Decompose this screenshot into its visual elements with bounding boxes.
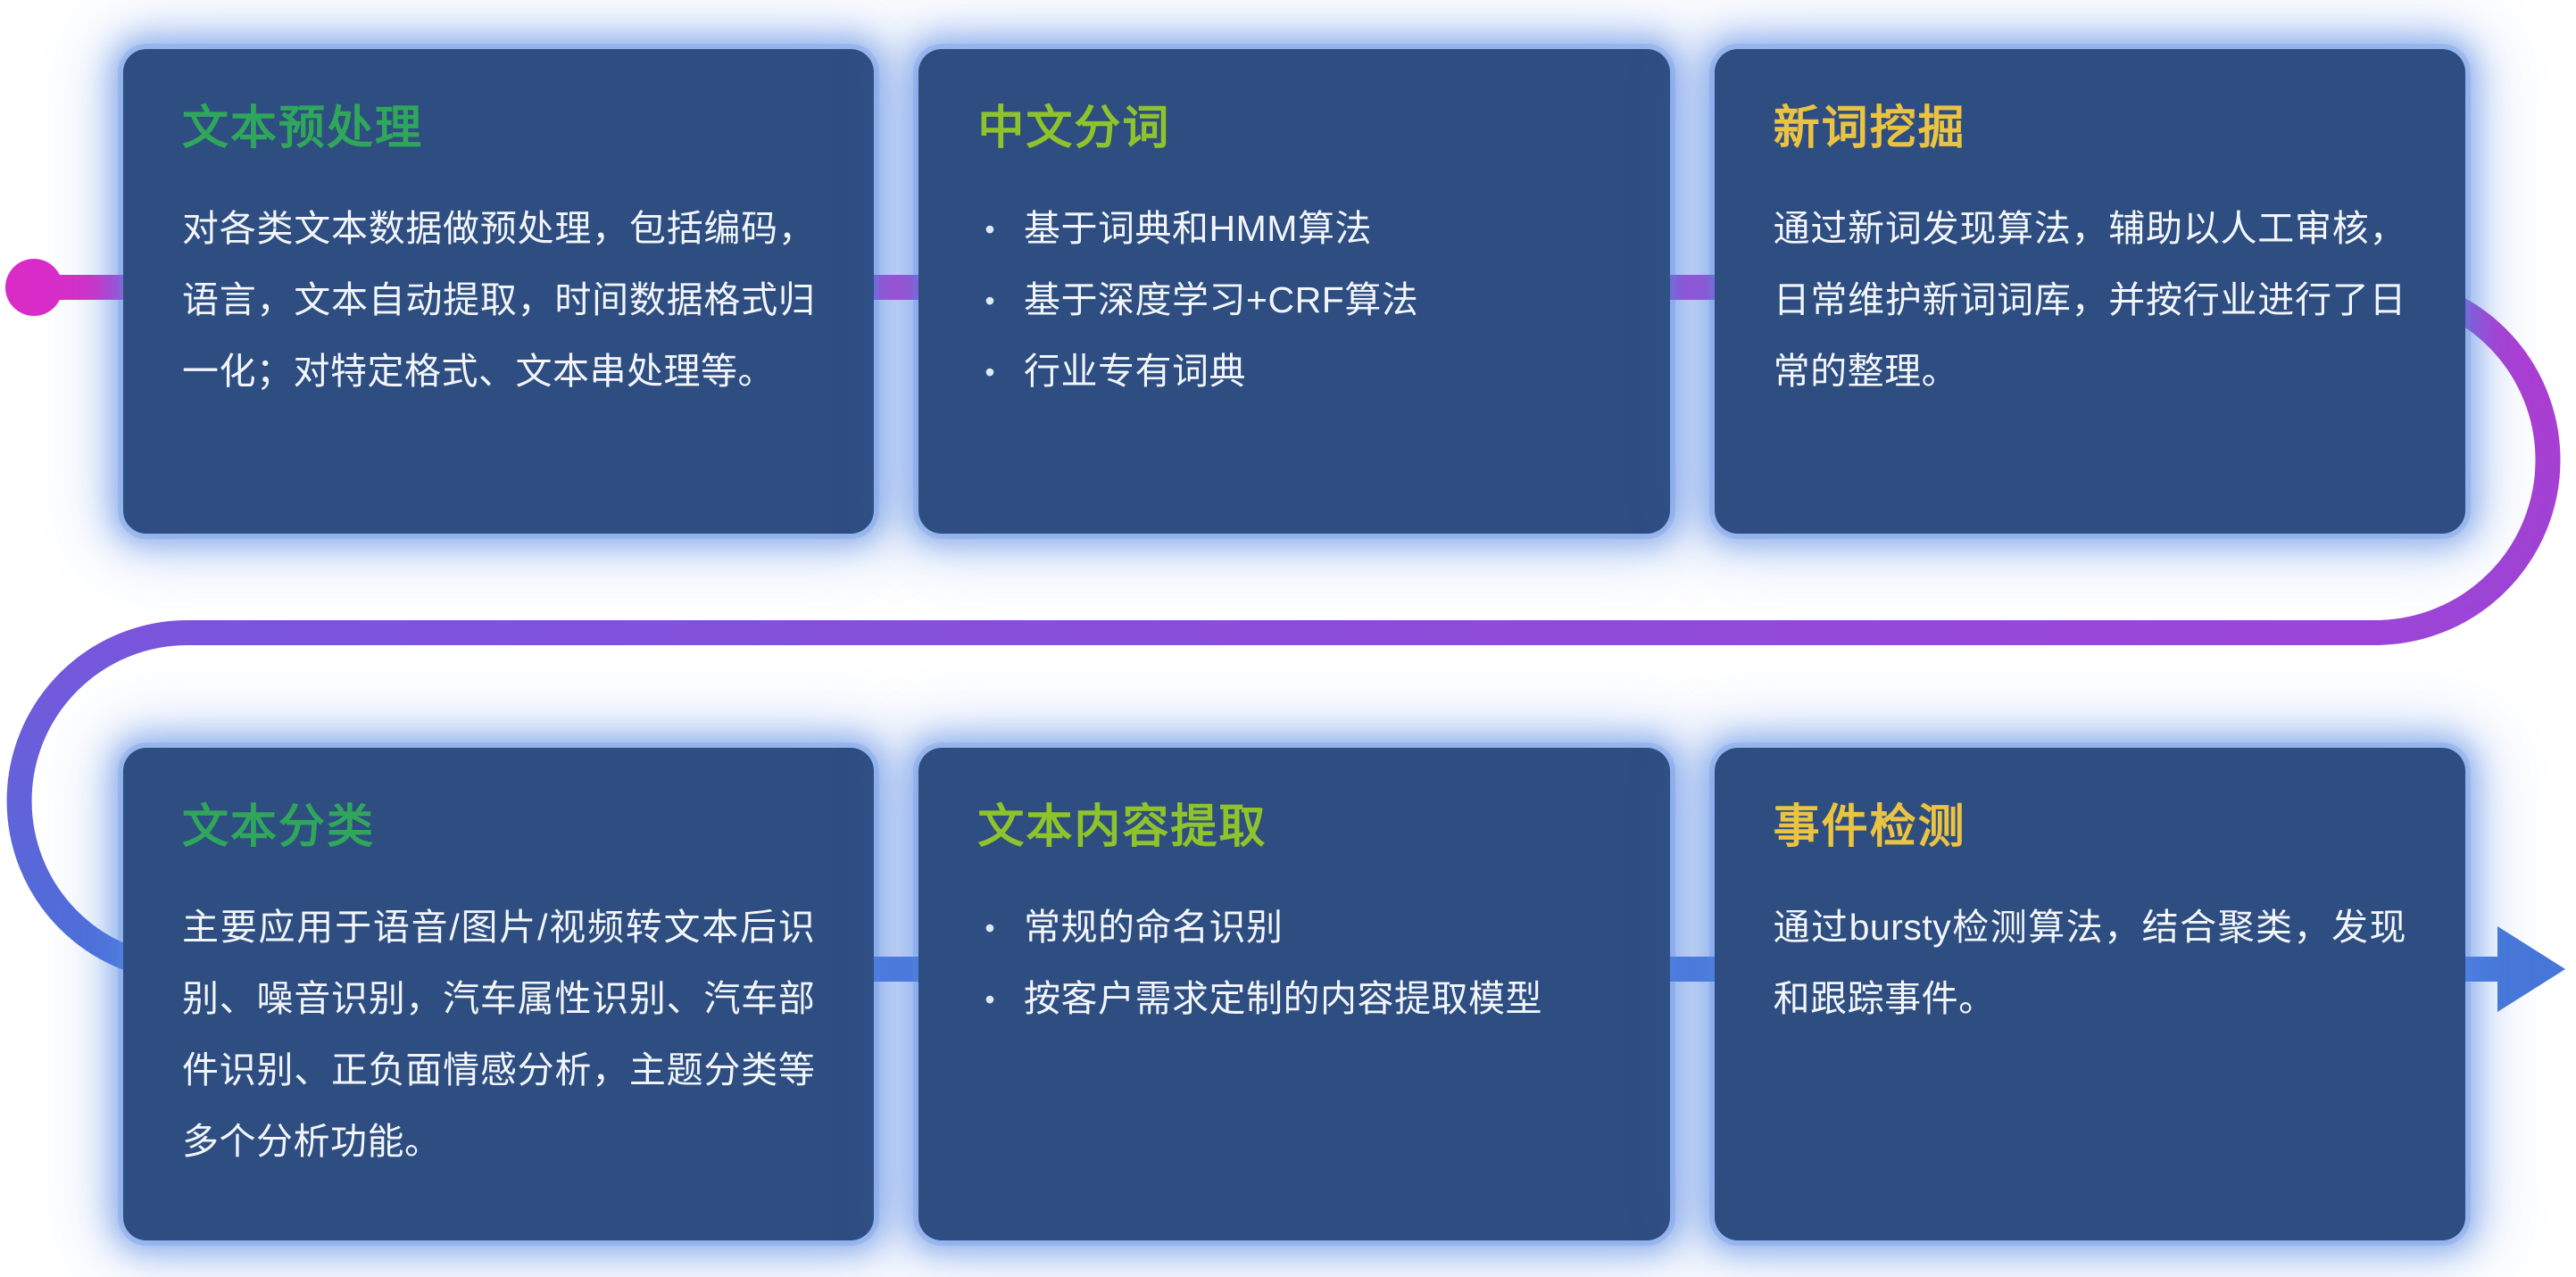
card-bullet-list: • 常规的命名识别 • 按客户需求定制的内容提取模型: [977, 892, 1610, 1035]
bullet-item: • 行业专有词典: [985, 336, 1610, 408]
bullet-item: • 基于词典和HMM算法: [985, 194, 1610, 265]
card-title-text-classification: 文本分类: [182, 801, 376, 853]
card-event-detection: 事件检测 通过bursty检测算法，结合聚类，发现和跟踪事件。: [1714, 748, 2465, 1240]
card-text-content-extraction: 文本内容提取 • 常规的命名识别 • 按客户需求定制的内容提取模型: [918, 748, 1670, 1240]
bullet-icon: •: [985, 983, 996, 1016]
bullet-text: 基于深度学习+CRF算法: [1024, 279, 1419, 321]
card-new-word-mining: 新词挖掘 通过新词发现算法，辅助以人工审核，日常维护新词词库，并按行业进行了日常…: [1714, 49, 2465, 534]
bullet-item: • 基于深度学习+CRF算法: [985, 265, 1610, 336]
bullet-text: 按客户需求定制的内容提取模型: [1024, 978, 1543, 1020]
bullet-icon: •: [985, 912, 996, 945]
card-title-event-detection: 事件检测: [1773, 801, 1966, 853]
bullet-text: 基于词典和HMM算法: [1024, 208, 1372, 250]
bullet-item: • 按客户需求定制的内容提取模型: [985, 964, 1610, 1035]
card-title-chinese-word-segmentation: 中文分词: [977, 103, 1171, 154]
card-body-event-detection: 通过bursty检测算法，结合聚类，发现和跟踪事件。: [1773, 907, 2406, 1020]
bullet-icon: •: [985, 213, 996, 246]
card-body-text-preprocessing: 对各类文本数据做预处理，包括编码，语言，文本自动提取，时间数据格式归一化；对特定…: [182, 208, 816, 393]
card-body-new-word-mining: 通过新词发现算法，辅助以人工审核，日常维护新词词库，并按行业进行了日常的整理。: [1773, 208, 2406, 393]
bullet-text: 行业专有词典: [1024, 351, 1247, 393]
flow-curve-left: [6, 620, 188, 982]
card-title-text-content-extraction: 文本内容提取: [977, 801, 1267, 853]
bullet-text: 常规的命名识别: [1024, 907, 1284, 949]
bullet-icon: •: [985, 356, 996, 389]
card-grid: 文本预处理 对各类文本数据做预处理，包括编码，语言，文本自动提取，时间数据格式归…: [123, 49, 2465, 1240]
card-body-text-classification: 主要应用于语音/图片/视频转文本后识别、噪音识别，汽车属性识别、汽车部件识别、正…: [182, 907, 816, 1163]
card-text-preprocessing: 文本预处理 对各类文本数据做预处理，包括编码，语言，文本自动提取，时间数据格式归…: [123, 49, 875, 534]
bullet-item: • 常规的命名识别: [985, 892, 1610, 964]
flow-arrowhead-icon: [2497, 926, 2565, 1012]
card-bullet-list: • 基于词典和HMM算法 • 基于深度学习+CRF算法 • 行业专有词典: [977, 194, 1610, 408]
card-chinese-word-segmentation: 中文分词 • 基于词典和HMM算法 • 基于深度学习+CRF算法 • 行业专有词…: [918, 49, 1670, 534]
card-title-new-word-mining: 新词挖掘: [1773, 103, 1966, 154]
card-title-text-preprocessing: 文本预处理: [182, 103, 424, 154]
bullet-icon: •: [985, 285, 996, 318]
card-text-classification: 文本分类 主要应用于语音/图片/视频转文本后识别、噪音识别，汽车属性识别、汽车部…: [123, 748, 875, 1240]
